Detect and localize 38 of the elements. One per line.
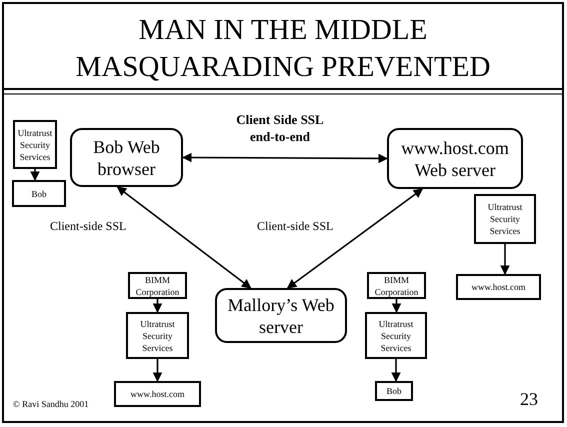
node-text: BIMM Corporation [374, 274, 420, 298]
arrow [152, 359, 162, 382]
process-box [456, 274, 541, 300]
node-text: www.host.com Web server [400, 136, 510, 180]
node-text: Bob [31, 188, 46, 200]
process-box [12, 180, 66, 207]
node-text: Mallory’s Web server [226, 294, 336, 338]
rounded-box [70, 128, 183, 187]
arrow [286, 188, 424, 289]
node-text: Bob [386, 385, 402, 397]
rounded-box [215, 288, 347, 343]
slide-title: MAN IN THE MIDDLE MASQUARADING PREVENTED [74, 13, 492, 85]
node-text: www.host.com [472, 281, 526, 293]
node-text: BIMM Corporation [134, 274, 180, 298]
process-box [114, 381, 201, 407]
arrow [500, 244, 510, 275]
page-number: 23 [520, 389, 538, 410]
node-text: Ultratrust Security Services [17, 126, 53, 162]
node-text: Ultratrust Security Services [139, 318, 176, 354]
process-box [375, 381, 413, 401]
arrow [116, 186, 252, 289]
process-box [474, 194, 536, 244]
arrow [182, 152, 388, 164]
process-box [13, 120, 57, 169]
node-text: Bob Web browser [92, 136, 161, 180]
copyright-note: © Ravi Sandhu 2001 [13, 399, 89, 409]
node-text: Ultratrust Security Services [378, 318, 414, 354]
arrow [392, 299, 402, 313]
node-text: Ultratrust Security Services [486, 201, 524, 237]
rounded-box [387, 128, 523, 189]
arrow [30, 169, 40, 181]
process-box [126, 312, 189, 359]
arrow [391, 359, 401, 382]
process-box [367, 272, 426, 299]
node-text: www.host.com [130, 388, 184, 400]
process-box [128, 272, 187, 299]
arrow [152, 299, 162, 313]
process-box [365, 312, 427, 359]
